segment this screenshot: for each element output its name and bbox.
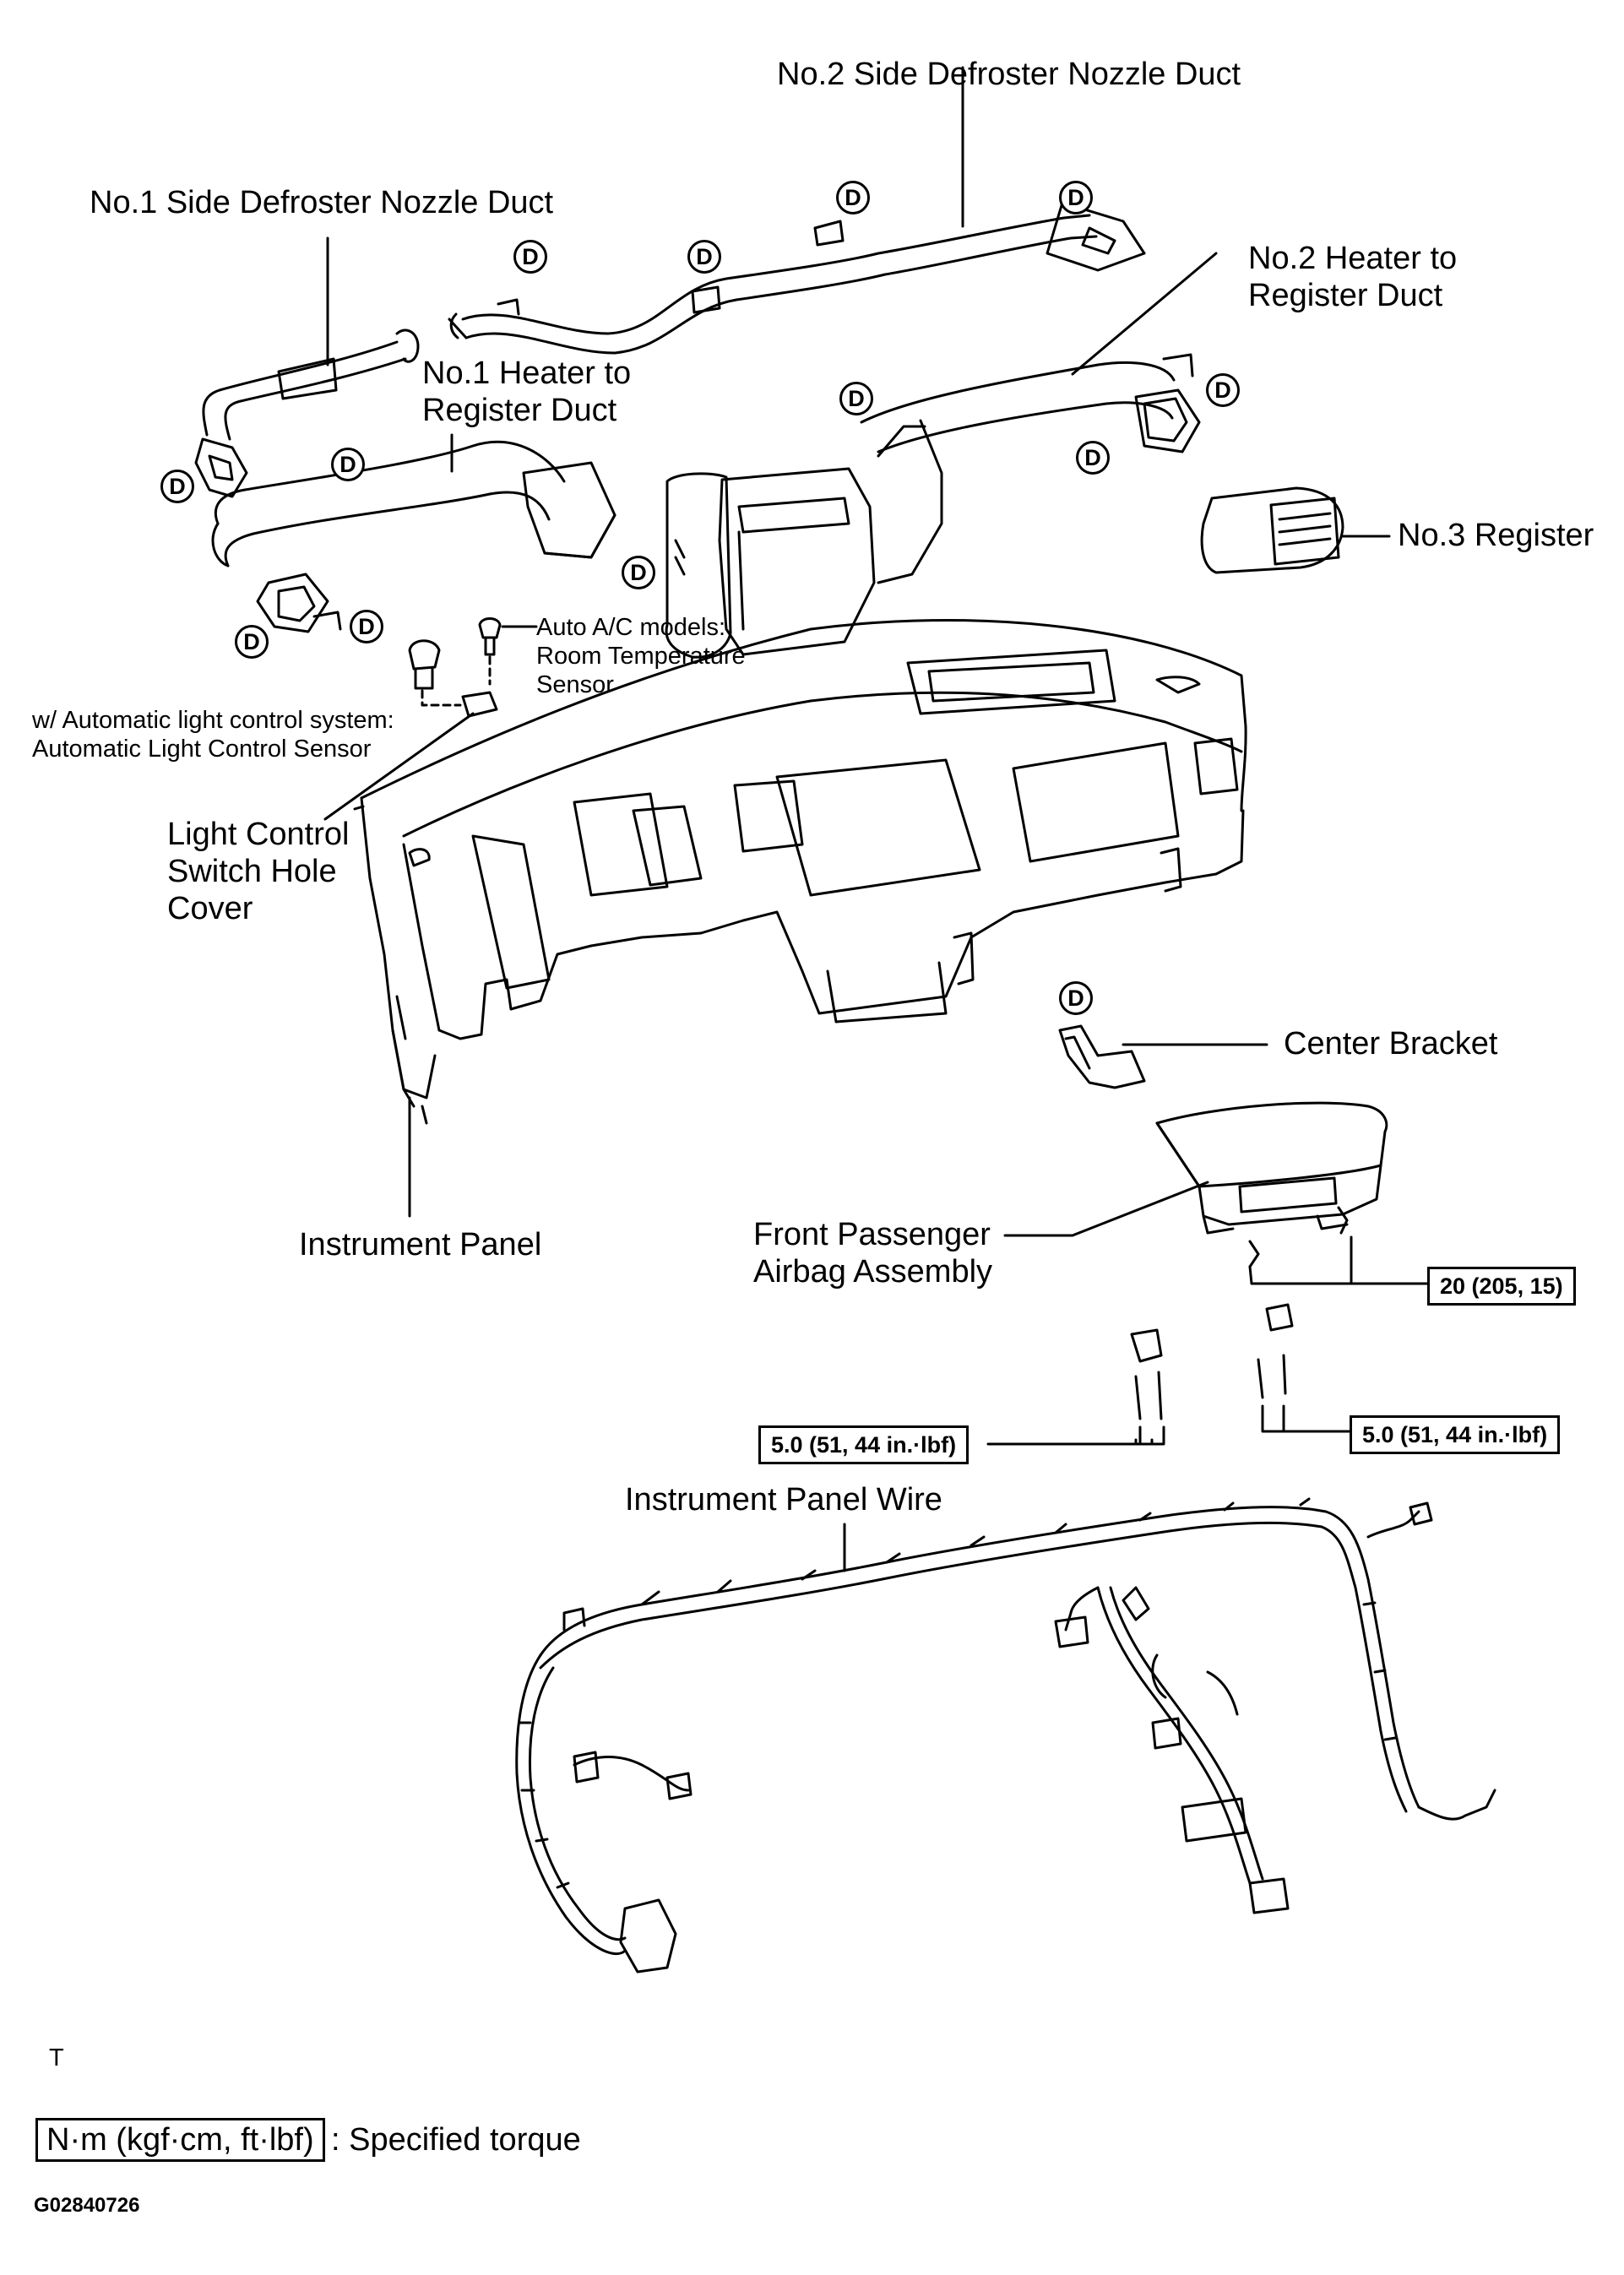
torque-spec-airbag: 20 (205, 15) <box>1427 1267 1576 1306</box>
legend-description: : Specified torque <box>331 2122 581 2158</box>
torque-spec-left-bracket: 5.0 (51, 44 in.·lbf) <box>758 1425 970 1464</box>
orientation-mark: T <box>49 2044 64 2071</box>
mark-d: D <box>687 240 721 274</box>
no2-side-defroster-duct <box>448 66 1146 355</box>
instrument-panel <box>360 619 1247 1218</box>
label-front-passenger-airbag: Front Passenger Airbag Assembly <box>753 1217 993 1290</box>
no2-heater-register-duct <box>665 252 1218 659</box>
label-no2-side-defroster-duct: No.2 Side Defroster Nozzle Duct <box>777 57 1241 92</box>
no3-register <box>1200 486 1391 574</box>
label-room-temperature-sensor: Auto A/C models: Room Temperature Sensor <box>536 614 746 698</box>
mark-d: D <box>622 556 655 589</box>
label-light-control-sensor: w/ Automatic light control system: Autom… <box>32 707 394 763</box>
airbag-assembly <box>1003 1101 1429 1285</box>
sensors <box>323 617 538 821</box>
label-instrument-panel-wire: Instrument Panel Wire <box>625 1482 942 1518</box>
mark-d: D <box>1206 373 1240 407</box>
mark-d: D <box>839 382 873 415</box>
mark-d: D <box>350 610 383 643</box>
label-center-bracket: Center Bracket <box>1284 1026 1498 1061</box>
mark-d: D <box>513 240 547 274</box>
mark-d: D <box>235 625 269 659</box>
no1-heater-register-duct <box>211 433 616 633</box>
figure-code: G02840726 <box>34 2194 140 2217</box>
mark-d: D <box>1059 981 1093 1015</box>
label-no2-heater-register-duct: No.2 Heater to Register Duct <box>1248 241 1458 313</box>
mark-d: D <box>160 470 194 503</box>
leader-lines <box>353 805 365 811</box>
label-light-control-switch-hole-cover: Light Control Switch Hole Cover <box>167 817 350 926</box>
center-bracket <box>1058 1024 1268 1089</box>
label-no1-side-defroster-duct: No.1 Side Defroster Nozzle Duct <box>90 185 554 220</box>
mark-d: D <box>1059 181 1093 214</box>
mark-d: D <box>1076 441 1110 475</box>
mark-d: D <box>331 448 365 481</box>
label-no3-register: No.3 Register <box>1398 518 1594 553</box>
mark-d: D <box>836 181 870 214</box>
brackets-and-bolts <box>986 1303 1353 1446</box>
legend-unit-box: N·m (kgf·cm, ft·lbf) <box>35 2118 325 2162</box>
instrument-panel-wire <box>515 1497 1496 1974</box>
no1-side-defroster-duct <box>194 236 420 498</box>
label-instrument-panel: Instrument Panel <box>299 1227 542 1262</box>
label-no1-heater-register-duct: No.1 Heater to Register Duct <box>422 356 632 428</box>
torque-spec-right-bracket: 5.0 (51, 44 in.·lbf) <box>1350 1415 1561 1454</box>
